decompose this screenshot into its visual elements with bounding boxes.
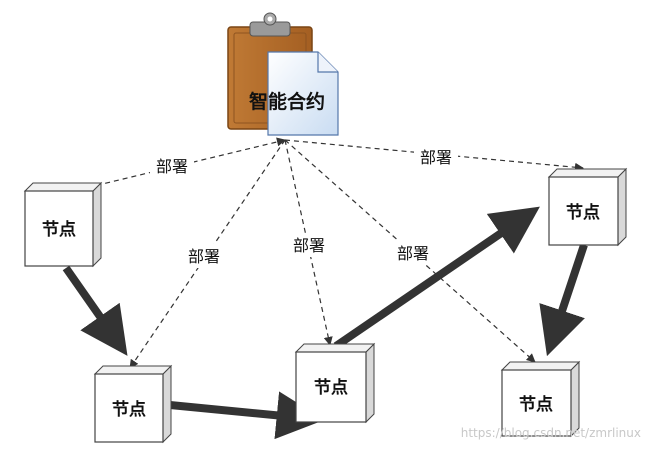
node-label: 节点 bbox=[42, 219, 76, 240]
deploy-label: 部署 bbox=[397, 244, 429, 263]
deploy-arrow-node-4 bbox=[284, 139, 584, 172]
clipboard-document-icon bbox=[227, 12, 339, 136]
node-1: 节点 bbox=[23, 181, 103, 268]
watermark: https://blog.csdn.net/zmrlinux bbox=[461, 426, 641, 440]
deploy-arrow-node-5 bbox=[284, 139, 536, 363]
thick-arrow-2-to-3 bbox=[169, 391, 325, 440]
deploy-arrow-node-1 bbox=[64, 137, 286, 196]
node-5: 节点 bbox=[500, 360, 581, 438]
deploy-arrow-node-3 bbox=[284, 139, 333, 346]
deploy-label: 部署 bbox=[420, 148, 452, 167]
node-label: 节点 bbox=[566, 202, 600, 223]
node-4: 节点 bbox=[547, 167, 628, 247]
smart-contract-label: 智能合约 bbox=[249, 90, 325, 113]
thick-arrow-3-to-4 bbox=[333, 206, 540, 350]
node-label: 节点 bbox=[112, 399, 146, 420]
propagation-arrows bbox=[62, 206, 588, 440]
deploy-label: 部署 bbox=[156, 157, 188, 176]
node-3: 节点 bbox=[294, 342, 376, 424]
deploy-labels: 部署 部署 部署 部署 部署 bbox=[150, 145, 458, 268]
node-label: 节点 bbox=[519, 394, 553, 415]
thick-arrow-1-to-2 bbox=[62, 265, 128, 356]
node-2: 节点 bbox=[93, 364, 173, 444]
deploy-label: 部署 bbox=[293, 236, 325, 255]
thick-arrow-4-to-5 bbox=[539, 243, 588, 357]
smart-contract: 智能合约 bbox=[227, 12, 339, 136]
node-label: 节点 bbox=[314, 377, 348, 398]
deploy-label: 部署 bbox=[188, 247, 220, 266]
